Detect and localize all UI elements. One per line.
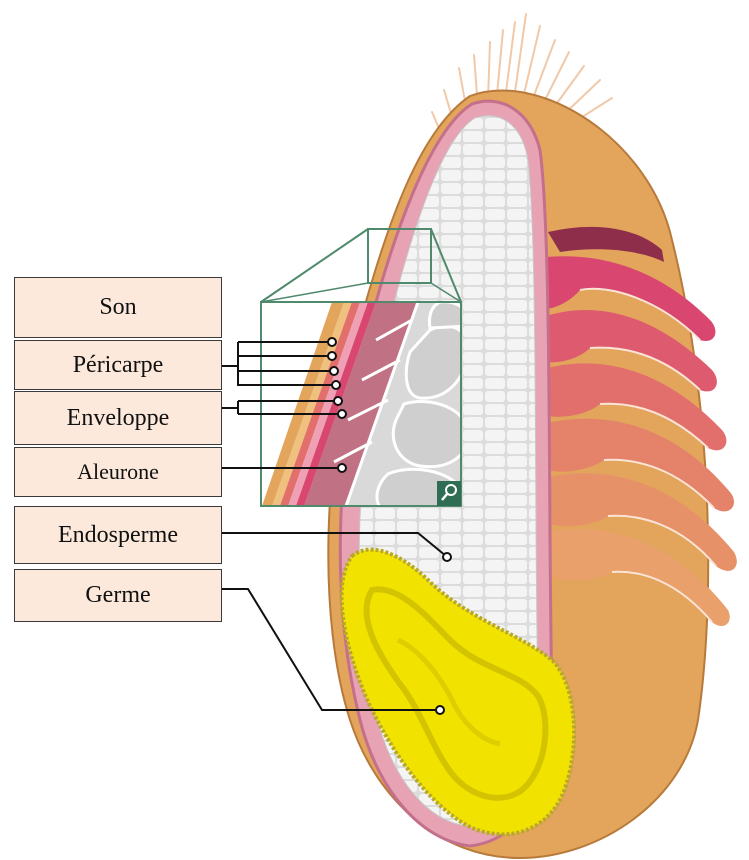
label-son: Son (14, 277, 222, 338)
label-endosperme: Endosperme (14, 506, 222, 564)
magnifier-icon[interactable] (437, 481, 461, 506)
label-enveloppe: Enveloppe (14, 391, 222, 445)
label-pericarpe: Péricarpe (14, 340, 222, 390)
label-aleurone: Aleurone (14, 447, 222, 497)
label-germe: Germe (14, 569, 222, 622)
